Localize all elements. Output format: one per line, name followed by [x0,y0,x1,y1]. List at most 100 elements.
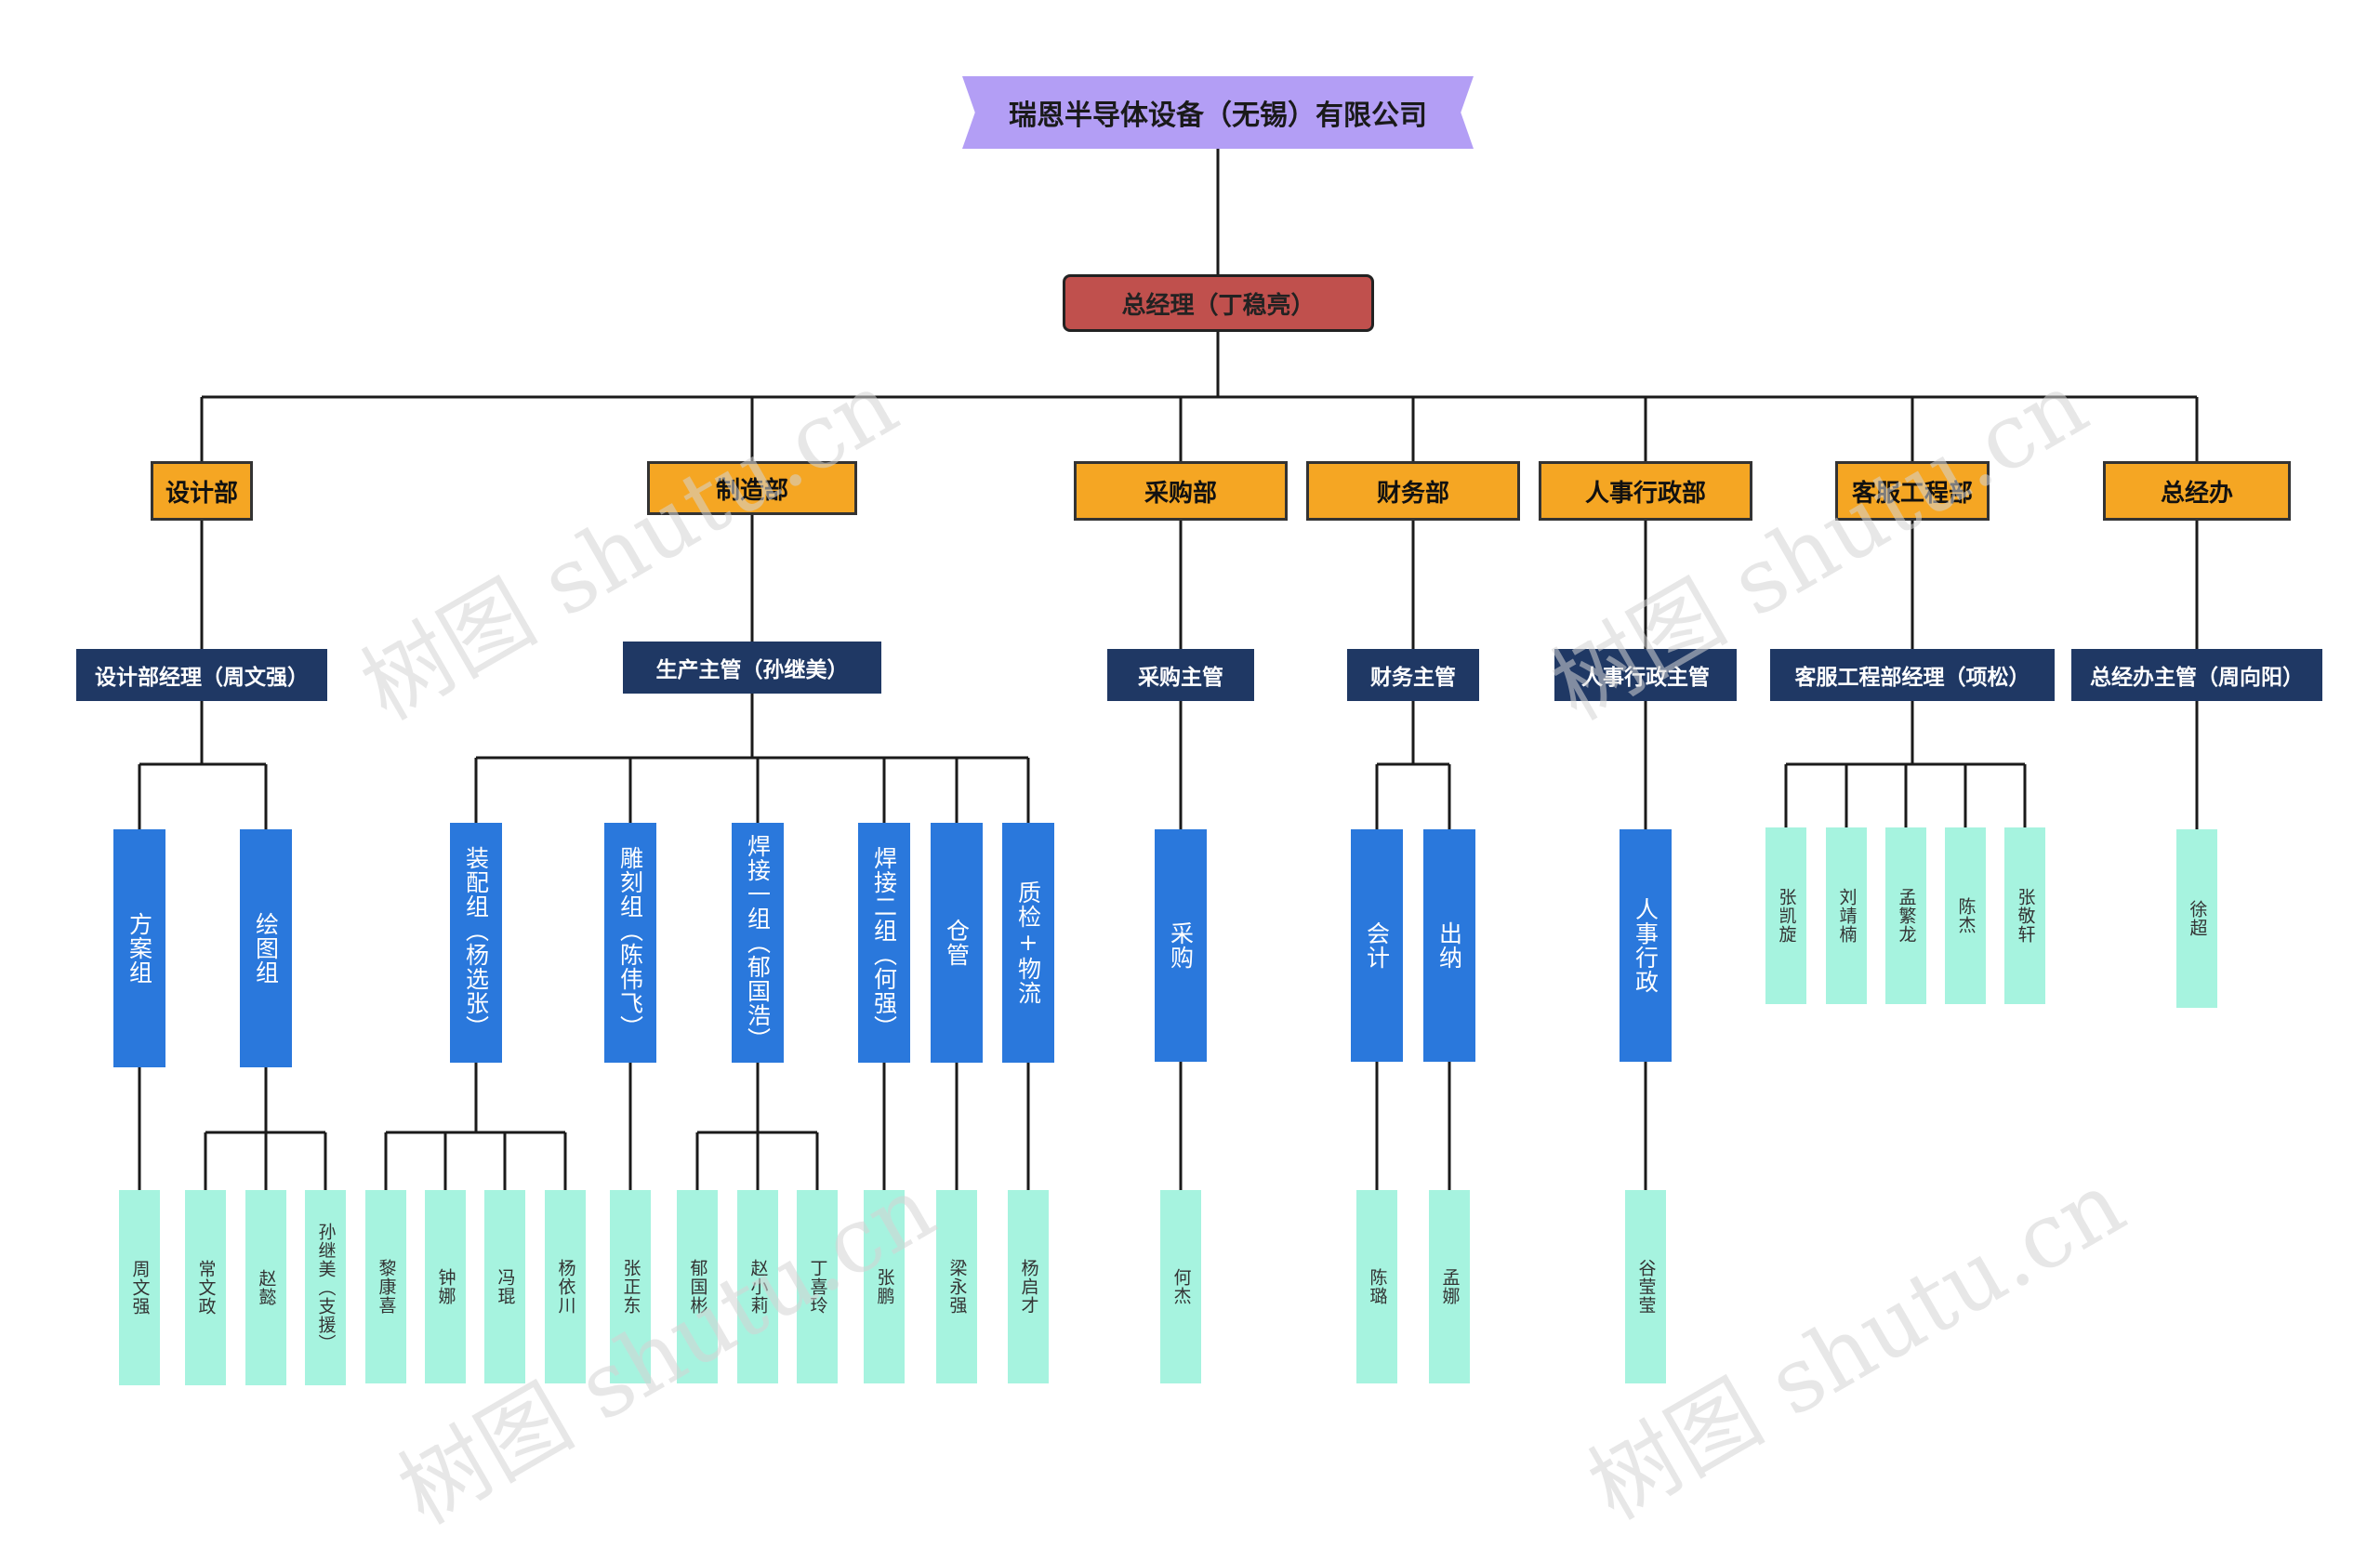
member-box-label: 冯琨 [495,1268,516,1305]
group-box-label: 会计 [1363,921,1391,970]
manager-box: 客服工程部经理（项松） [1770,649,2055,701]
department-box-label: 总经办 [2160,479,2233,508]
group-box: 雕刻组（陈伟飞） [604,823,656,1063]
department-box: 财务部 [1306,461,1520,521]
member-box: 刘靖楠 [1826,827,1867,1004]
member-box: 孙继美（支援） [305,1190,346,1385]
group-box-label: 人事行政 [1632,897,1659,994]
member-box-label: 郁国彬 [687,1259,708,1315]
member-box-label: 赵懿 [256,1269,277,1306]
member-box: 杨启才 [1008,1190,1049,1383]
manager-box-label: 采购主管 [1138,666,1223,690]
manager-box: 人事行政主管 [1554,649,1737,701]
member-box-label: 周文强 [129,1260,151,1316]
member-box: 徐超 [2176,829,2217,1008]
manager-box-label: 财务主管 [1370,666,1456,690]
manager-box: 采购主管 [1107,649,1254,701]
member-box-label: 张凯旋 [1776,888,1797,944]
connector-lines [138,149,2199,1190]
group-box-label: 出纳 [1435,921,1463,970]
group-box-label: 焊接二组（何强） [870,846,898,1039]
member-box: 谷莹莹 [1625,1190,1666,1383]
member-box: 张凯旋 [1765,827,1806,1004]
member-box: 冯琨 [484,1190,525,1383]
manager-box-label: 客服工程部经理（项松） [1794,666,2030,690]
manager-box: 财务主管 [1347,649,1479,701]
member-box: 陈杰 [1945,827,1986,1004]
group-box: 出纳 [1423,829,1475,1062]
member-box-label: 孙继美（支援） [315,1223,337,1353]
member-box: 孟繁龙 [1885,827,1926,1004]
manager-box: 设计部经理（周文强） [76,649,327,701]
group-box: 装配组（杨选张） [450,823,502,1063]
member-box-label: 丁喜玲 [807,1259,828,1315]
group-box: 绘图组 [240,829,292,1067]
member-box: 郁国彬 [677,1190,718,1383]
member-box: 陈璐 [1356,1190,1397,1383]
group-box-label: 装配组（杨选张） [462,846,490,1039]
member-box: 何杰 [1160,1190,1201,1383]
member-box: 梁永强 [936,1190,977,1383]
member-box: 周文强 [119,1190,160,1385]
member-box: 赵小莉 [737,1190,778,1383]
department-box: 总经办 [2103,461,2291,521]
department-box-label: 财务部 [1376,479,1449,508]
general-manager-box: 总经理（丁稳亮） [1063,274,1374,332]
department-box-label: 采购部 [1144,479,1217,508]
group-box-label: 仓管 [943,919,971,967]
department-box-label: 人事行政部 [1584,479,1706,508]
group-box-label: 焊接一组（郁国浩） [744,834,772,1052]
member-box-label: 陈杰 [1955,897,1977,934]
group-box-label: 雕刻组（陈伟飞） [616,846,644,1039]
group-box: 采购 [1155,829,1207,1062]
member-box: 常文政 [185,1190,226,1385]
company-title: 瑞恩半导体设备（无锡）有限公司 [962,76,1474,149]
member-box-label: 刘靖楠 [1836,888,1858,944]
member-box-label: 赵小莉 [747,1259,769,1315]
department-box: 人事行政部 [1539,461,1752,521]
company-title-label: 瑞恩半导体设备（无锡）有限公司 [1009,99,1427,132]
member-box-label: 杨启才 [1018,1259,1039,1315]
member-box-label: 谷莹莹 [1635,1259,1657,1315]
group-box: 焊接二组（何强） [858,823,910,1063]
group-box-label: 质检+物流 [1014,880,1042,1005]
member-box-label: 张鹏 [874,1268,895,1305]
member-box: 张鹏 [864,1190,905,1383]
member-box-label: 梁永强 [946,1259,968,1315]
department-box: 设计部 [151,461,253,521]
member-box-label: 何杰 [1170,1268,1192,1305]
member-box: 赵懿 [245,1190,286,1385]
member-box-label: 张敬轩 [2015,888,2036,944]
manager-box: 总经办主管（周向阳） [2071,649,2322,701]
manager-box-label: 设计部经理（周文强） [95,666,309,690]
member-box-label: 徐超 [2187,900,2208,937]
general-manager-box-label: 总经理（丁稳亮） [1121,291,1316,320]
department-box-label: 设计部 [165,479,238,508]
group-box: 人事行政 [1620,829,1672,1062]
group-box: 方案组 [113,829,165,1067]
member-box-label: 钟娜 [435,1268,456,1305]
department-box-label: 制造部 [715,476,788,505]
group-box-label: 采购 [1167,921,1195,970]
member-box-label: 孟娜 [1439,1268,1461,1305]
group-box: 焊接一组（郁国浩） [732,823,784,1063]
manager-box: 生产主管（孙继美） [623,642,881,694]
department-box: 客服工程部 [1835,461,1990,521]
department-box-label: 客服工程部 [1851,479,1973,508]
department-box: 制造部 [647,461,857,515]
group-box: 仓管 [931,823,983,1063]
member-box: 张敬轩 [2004,827,2045,1004]
group-box: 质检+物流 [1002,823,1054,1063]
member-box-label: 杨依川 [555,1259,576,1315]
group-box-label: 绘图组 [252,912,280,985]
member-box: 杨依川 [545,1190,586,1383]
member-box: 丁喜玲 [797,1190,838,1383]
member-box: 黎康喜 [365,1190,406,1383]
member-box: 张正东 [610,1190,651,1383]
member-box: 孟娜 [1429,1190,1470,1383]
group-box-label: 方案组 [126,912,153,985]
department-box: 采购部 [1074,461,1288,521]
manager-box-label: 总经办主管（周向阳） [2090,666,2304,690]
member-box-label: 张正东 [620,1259,641,1315]
member-box-label: 陈璐 [1367,1268,1388,1305]
